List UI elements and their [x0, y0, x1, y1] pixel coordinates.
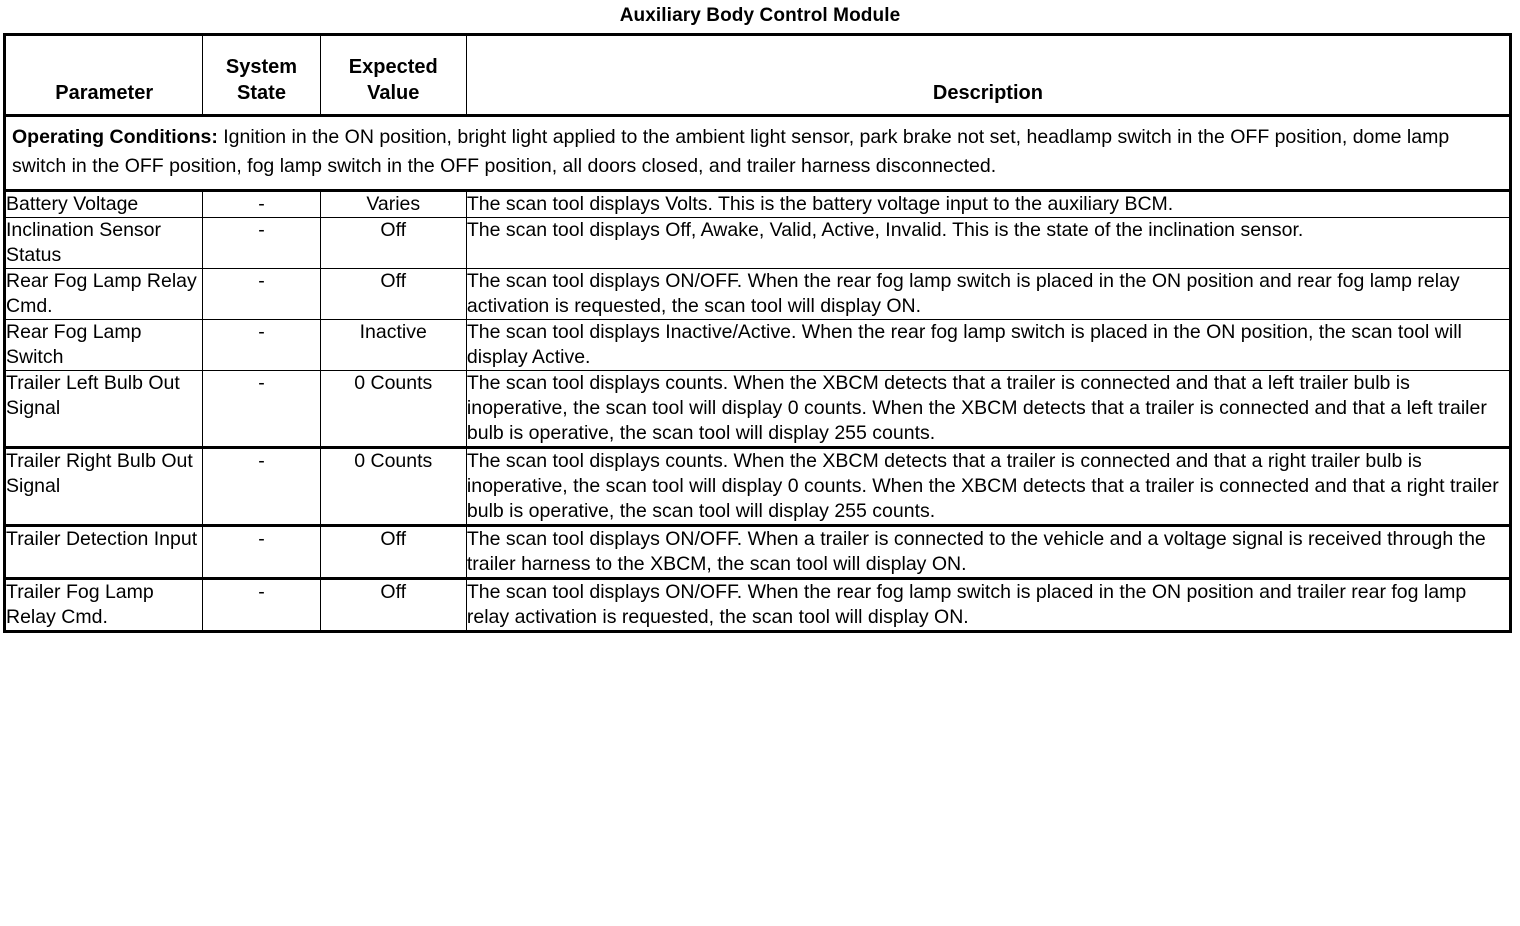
- cell-expected-value: 0 Counts: [319, 447, 467, 527]
- cell-parameter: Battery Voltage: [3, 190, 204, 218]
- cell-parameter: Rear Fog Lamp Switch: [3, 319, 204, 371]
- cell-expected-value: Off: [319, 525, 467, 580]
- page-title: Auxiliary Body Control Module: [619, 5, 901, 26]
- table-row: Rear Fog Lamp Switch - Inactive The scan…: [3, 319, 1512, 371]
- cell-description: The scan tool displays counts. When the …: [465, 370, 1512, 449]
- cell-system-state: -: [202, 217, 321, 269]
- operating-conditions-label: Operating Conditions:: [12, 126, 218, 148]
- cell-description: The scan tool displays counts. When the …: [465, 447, 1512, 527]
- column-header-description: Description: [465, 34, 1512, 117]
- cell-description: The scan tool displays Volts. This is th…: [465, 190, 1512, 218]
- cell-parameter: Trailer Left Bulb Out Signal: [3, 370, 204, 449]
- cell-system-state: -: [202, 578, 321, 632]
- cell-system-state: -: [202, 268, 321, 320]
- cell-description: The scan tool displays Inactive/Active. …: [465, 319, 1512, 371]
- cell-system-state: -: [202, 190, 321, 218]
- cell-system-state: -: [202, 447, 321, 527]
- cell-system-state: -: [202, 370, 321, 449]
- cell-parameter: Rear Fog Lamp Relay Cmd.: [3, 268, 204, 320]
- cell-description: The scan tool displays ON/OFF. When the …: [465, 578, 1512, 632]
- table-header-row: Parameter System State Expected Value De…: [3, 34, 1512, 117]
- cell-expected-value: Off: [319, 268, 467, 320]
- cell-parameter: Trailer Fog Lamp Relay Cmd.: [3, 578, 204, 632]
- cell-description: The scan tool displays Off, Awake, Valid…: [465, 217, 1512, 269]
- column-header-system-state: System State: [202, 34, 321, 117]
- table-header: Parameter System State Expected Value De…: [3, 34, 1512, 117]
- cell-expected-value: Off: [319, 578, 467, 632]
- cell-parameter: Inclination Sensor Status: [3, 217, 204, 269]
- cell-expected-value: Varies: [319, 190, 467, 218]
- table-row: Trailer Detection Input - Off The scan t…: [3, 525, 1512, 580]
- cell-parameter: Trailer Right Bulb Out Signal: [3, 447, 204, 527]
- operating-conditions-cell: Operating Conditions: Ignition in the ON…: [4, 115, 1511, 192]
- cell-description: The scan tool displays ON/OFF. When the …: [465, 268, 1512, 320]
- cell-system-state: -: [202, 319, 321, 371]
- cell-system-state: -: [202, 525, 321, 580]
- table-row: Rear Fog Lamp Relay Cmd. - Off The scan …: [3, 268, 1512, 320]
- table-body: Operating Conditions: Ignition in the ON…: [3, 115, 1512, 632]
- cell-parameter: Trailer Detection Input: [3, 525, 204, 580]
- table-row: Inclination Sensor Status - Off The scan…: [3, 217, 1512, 269]
- table-row: Battery Voltage - Varies The scan tool d…: [3, 190, 1512, 218]
- column-header-expected-value: Expected Value: [319, 34, 467, 117]
- operating-conditions-row: Operating Conditions: Ignition in the ON…: [4, 115, 1511, 192]
- table-row: Trailer Right Bulb Out Signal - 0 Counts…: [3, 447, 1512, 527]
- cell-expected-value: Inactive: [319, 319, 467, 371]
- operating-conditions-text: Ignition in the ON position, bright ligh…: [12, 126, 1450, 177]
- cell-expected-value: Off: [319, 217, 467, 269]
- table-row: Trailer Left Bulb Out Signal - 0 Counts …: [3, 370, 1512, 449]
- parameter-spec-table: Parameter System State Expected Value De…: [3, 33, 1512, 633]
- table-row: Trailer Fog Lamp Relay Cmd. - Off The sc…: [3, 578, 1512, 632]
- cell-expected-value: 0 Counts: [319, 370, 467, 449]
- column-header-parameter: Parameter: [3, 34, 204, 117]
- cell-description: The scan tool displays ON/OFF. When a tr…: [465, 525, 1512, 580]
